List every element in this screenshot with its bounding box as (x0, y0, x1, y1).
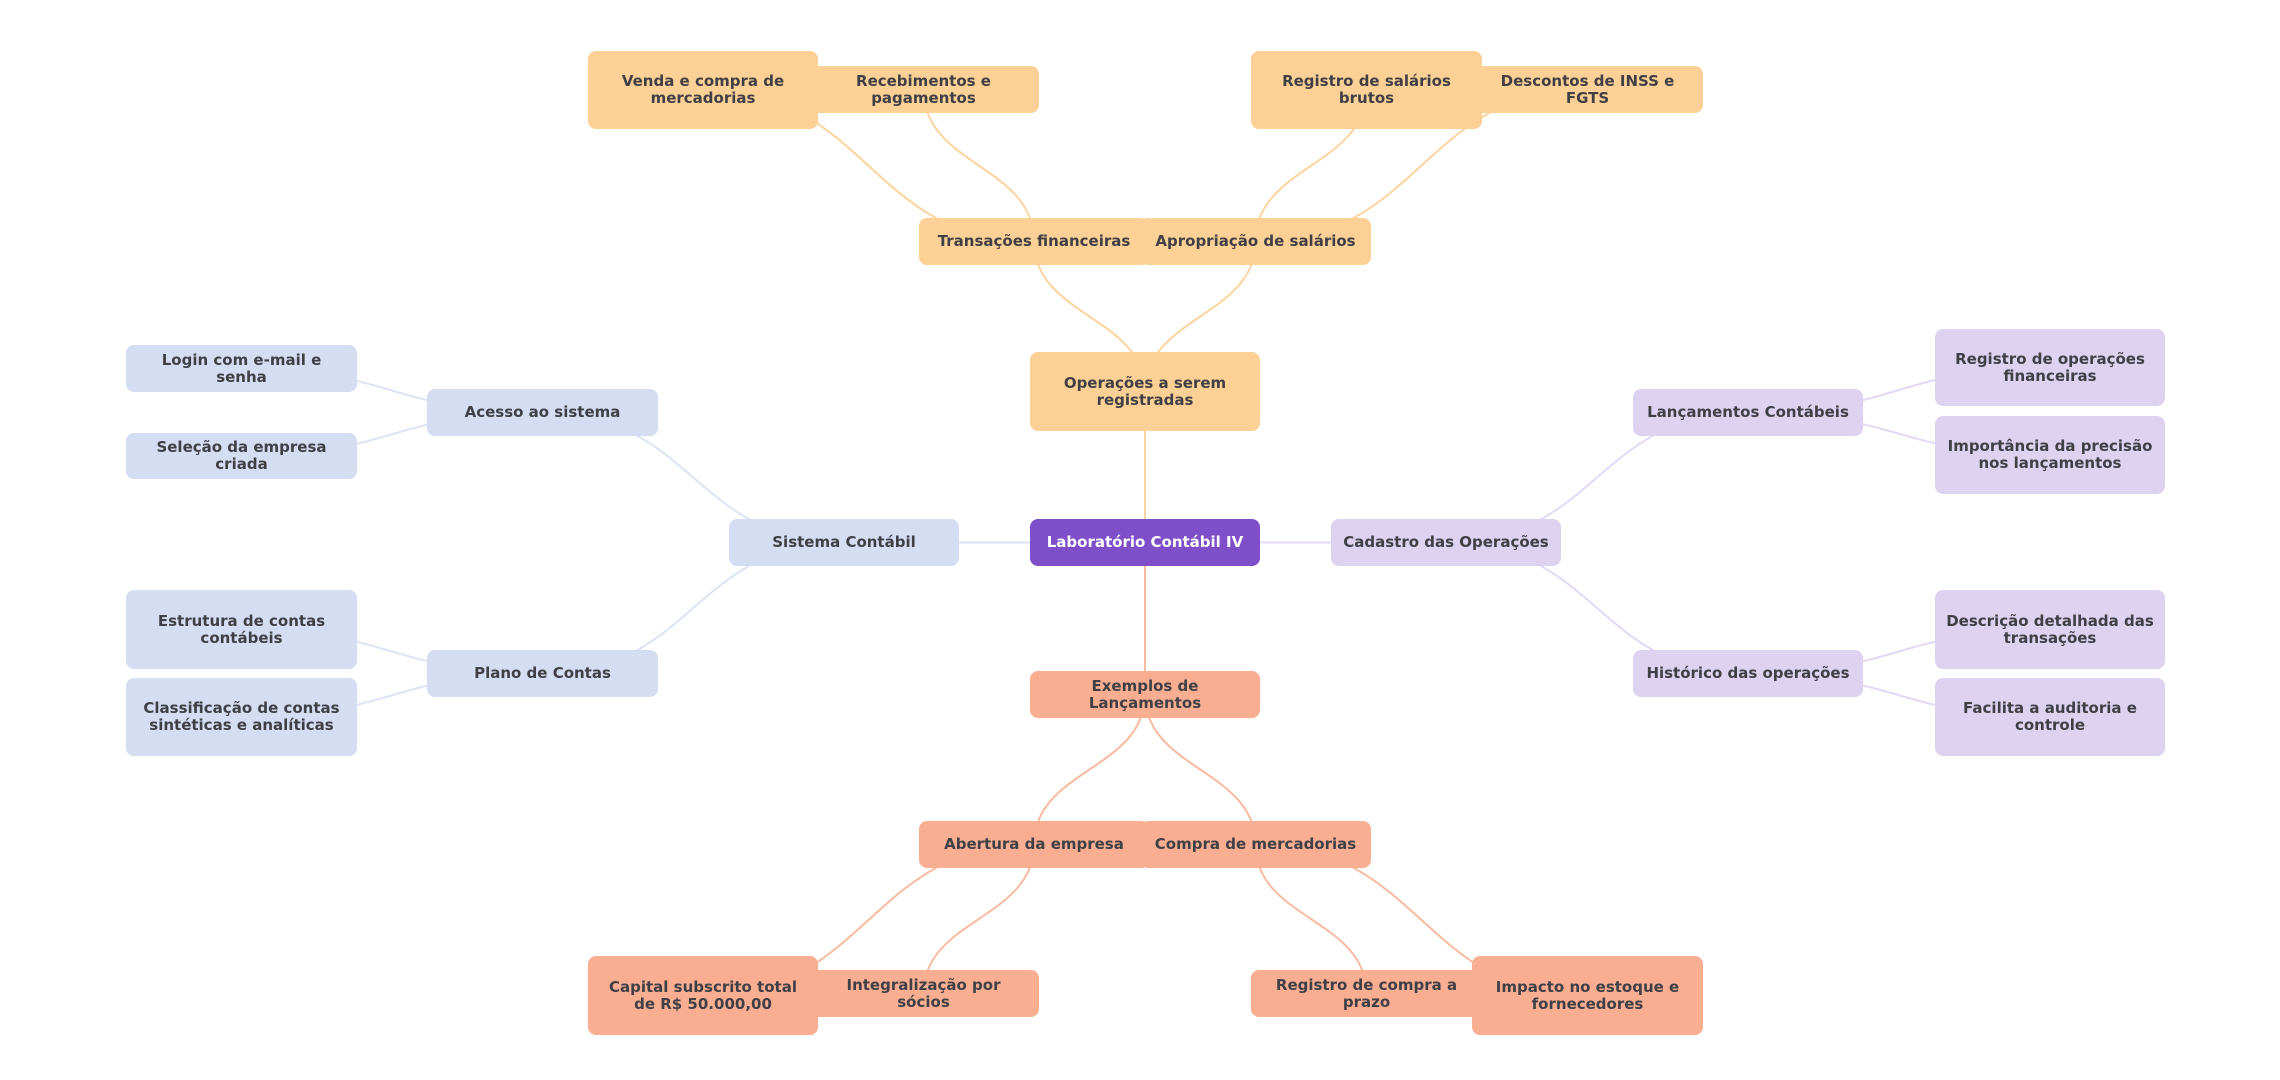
node-descontos-inss-fgts[interactable]: Descontos de INSS e FGTS (1472, 66, 1703, 113)
node-lancamentos-contabeis[interactable]: Lançamentos Contábeis (1633, 389, 1863, 436)
node-exemplos-de-lancamentos[interactable]: Exemplos de Lançamentos (1030, 671, 1260, 718)
node-capital-subscrito[interactable]: Capital subscrito total de R$ 50.000,00 (588, 956, 818, 1035)
node-facilita-auditoria[interactable]: Facilita a auditoria e controle (1935, 678, 2165, 756)
edge-compra-registro-compra (1254, 844, 1368, 994)
node-abertura-da-empresa[interactable]: Abertura da empresa (919, 821, 1149, 868)
node-apropriacao-de-salarios[interactable]: Apropriação de salários (1140, 218, 1371, 265)
edge-transacoes-recebimentos (922, 89, 1035, 242)
node-operacoes-a-serem-registradas[interactable]: Operações a serem registradas (1030, 352, 1260, 431)
node-estrutura-de-contas[interactable]: Estrutura de contas contábeis (126, 590, 357, 669)
node-venda-e-compra-de-mercadorias[interactable]: Venda e compra de mercadorias (588, 51, 818, 129)
node-plano-de-contas[interactable]: Plano de Contas (427, 650, 658, 697)
node-importancia-da-precisao[interactable]: Importância da precisão nos lançamentos (1935, 416, 2165, 494)
node-registro-de-operacoes-financeiras[interactable]: Registro de operações financeiras (1935, 329, 2165, 406)
edge-exemplos-abertura (1033, 694, 1146, 845)
node-selecao-da-empresa[interactable]: Seleção da empresa criada (126, 433, 357, 479)
node-registro-de-compra-a-prazo[interactable]: Registro de compra a prazo (1251, 970, 1482, 1017)
node-impacto-no-estoque[interactable]: Impacto no estoque e fornecedores (1472, 956, 1703, 1035)
node-transacoes-financeiras[interactable]: Transações financeiras (919, 218, 1149, 265)
node-registro-de-salarios-brutos[interactable]: Registro de salários brutos (1251, 51, 1482, 129)
edge-exemplos-compra (1144, 694, 1257, 845)
node-cadastro-das-operacoes[interactable]: Cadastro das Operações (1331, 519, 1561, 566)
root-node[interactable]: Laboratório Contábil IV (1030, 519, 1260, 566)
edge-abertura-integralizacao (922, 844, 1035, 994)
node-descricao-detalhada[interactable]: Descrição detalhada das transações (1935, 590, 2165, 669)
node-integralizacao-por-socios[interactable]: Integralização por sócios (808, 970, 1039, 1017)
node-historico-das-operacoes[interactable]: Histórico das operações (1633, 650, 1863, 697)
node-recebimentos-e-pagamentos[interactable]: Recebimentos e pagamentos (808, 66, 1039, 113)
node-classificacao-de-contas[interactable]: Classificação de contas sintéticas e ana… (126, 678, 357, 756)
node-compra-de-mercadorias[interactable]: Compra de mercadorias (1140, 821, 1371, 868)
node-login-email-senha[interactable]: Login com e-mail e senha (126, 345, 357, 392)
node-acesso-ao-sistema[interactable]: Acesso ao sistema (427, 389, 658, 436)
node-sistema-contabil[interactable]: Sistema Contábil (729, 519, 959, 566)
